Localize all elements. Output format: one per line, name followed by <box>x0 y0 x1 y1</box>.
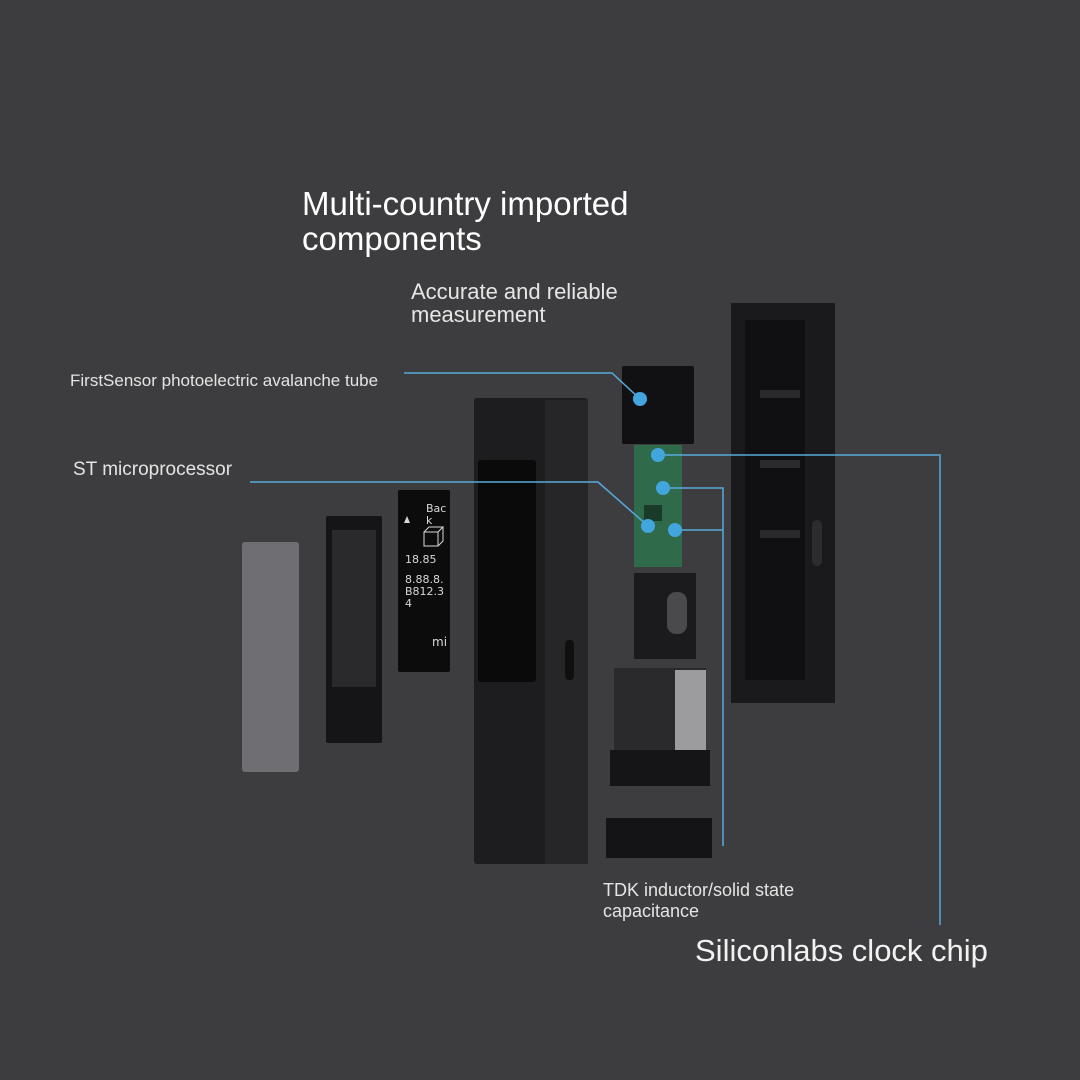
rear-frame-slot <box>812 520 822 566</box>
lcd-value-3: B812.34 <box>405 585 445 610</box>
screen-bezel-window <box>332 530 376 687</box>
lcd-value-2: 8.88.8. <box>405 573 444 586</box>
bottom-cap <box>606 818 712 858</box>
housing-screen <box>478 460 536 682</box>
callout-dot-inductor-top <box>656 481 670 495</box>
lcd-module <box>398 490 450 672</box>
callout-label-processor: ST microprocessor <box>73 459 233 480</box>
sensor-block <box>622 366 694 444</box>
page-subtitle: Accurate and reliable measurement <box>411 279 618 327</box>
rear-frame-rib <box>760 390 800 398</box>
callout-lines <box>250 372 941 925</box>
arrow-up-icon <box>404 516 410 523</box>
cube-icon <box>423 526 445 547</box>
side-button <box>565 640 574 680</box>
circuit-chip <box>644 505 662 521</box>
rear-frame-rib <box>760 460 800 468</box>
callout-label-sensor: FirstSensor photoelectric avalanche tube <box>70 371 379 390</box>
battery-cell <box>675 670 706 752</box>
callout-label-clock: Siliconlabs clock chip <box>695 933 988 968</box>
housing-side <box>545 400 588 864</box>
callout-dot-clock <box>651 448 665 462</box>
page-title: Multi-country imported components <box>302 185 629 257</box>
rear-frame-rib <box>760 530 800 538</box>
battery-bracket <box>610 750 710 786</box>
rear-frame-inner <box>745 320 805 680</box>
lcd-value-1: 18.85 <box>405 553 437 566</box>
callout-dots <box>633 392 682 537</box>
usb-port-icon <box>667 592 687 634</box>
callout-label-inductor: TDK inductor/solid state capacitance <box>603 880 795 921</box>
callout-dot-sensor <box>633 392 647 406</box>
callout-dot-inductor-bottom <box>668 523 682 537</box>
lcd-logo: mi <box>432 635 448 649</box>
lcd-back-label: Back <box>426 502 447 527</box>
callout-dot-processor <box>641 519 655 533</box>
glass-panel <box>242 542 299 772</box>
